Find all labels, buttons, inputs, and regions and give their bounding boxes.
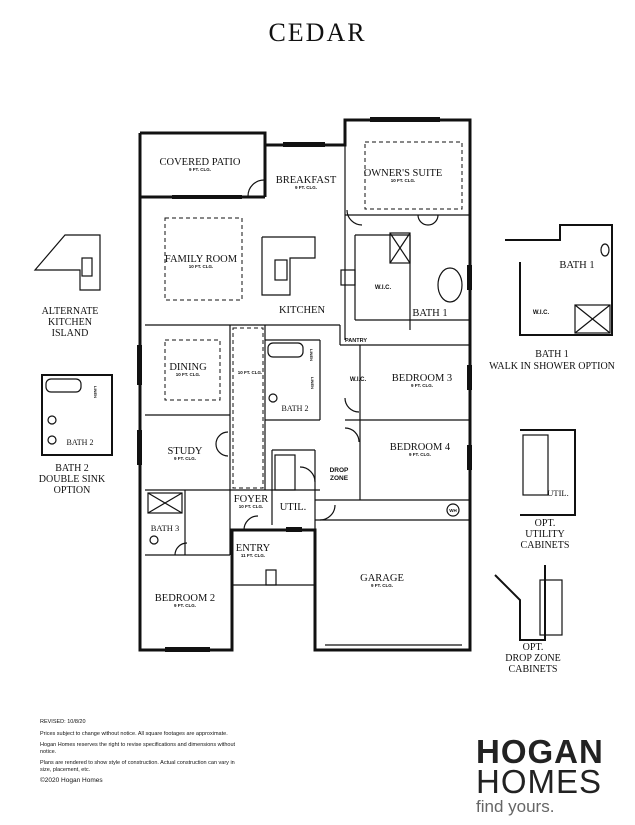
option-label: OPT. — [535, 518, 556, 529]
bedroom2-ceiling: 9 FT. CLG. — [174, 603, 196, 608]
water-heater-label: WH — [449, 508, 457, 513]
cooktop — [340, 269, 356, 286]
bedroom3-ceiling: 9 FT. CLG. — [411, 383, 433, 388]
covered-patio-ceiling: 9 FT. CLG. — [189, 167, 211, 172]
note-prices: Prices subject to change without notice.… — [40, 730, 228, 737]
washer-dryer — [274, 454, 296, 491]
bath3-label: BATH 3 — [151, 523, 180, 533]
option-label: CABINETS — [521, 540, 570, 551]
bath3-sink — [149, 535, 159, 545]
drop-zone-label: DROP — [330, 467, 349, 474]
study-label: STUDY — [167, 446, 202, 457]
drop-zone-label: ZONE — [330, 475, 349, 482]
owner-wic-label: W.I.C. — [375, 285, 392, 291]
option-drop-zone-cabinets: OPT. DROP ZONE CABINETS — [494, 565, 563, 675]
util-option-room-label: UTIL. — [547, 488, 568, 498]
kitchen-label: KITCHEN — [279, 305, 325, 316]
note-construction: Plans are rendered to show style of cons… — [40, 760, 235, 773]
doors — [174, 179, 439, 556]
option-label: DOUBLE SINK — [39, 474, 106, 485]
option-label: KITCHEN — [48, 317, 92, 328]
note-specifications: Hogan Homes reserves the right to revise… — [40, 742, 236, 755]
kitchen-island — [261, 236, 316, 296]
logo-tagline: find yours. — [476, 797, 555, 816]
bathtub — [437, 267, 463, 303]
logo-line1: HOGAN — [476, 733, 604, 770]
water-heater — [446, 503, 460, 517]
dining-ceiling: 10 FT. CLG. — [176, 372, 201, 377]
linen-label: LINEN — [93, 386, 98, 398]
ceiling-outlines — [164, 141, 463, 489]
option-label: ALTERNATE — [42, 306, 99, 317]
pantry-label: PANTRY — [345, 338, 367, 344]
option-label: WALK IN SHOWER OPTION — [489, 361, 615, 372]
option-label: ISLAND — [52, 328, 89, 339]
breakfast-ceiling: 9 FT. CLG. — [295, 185, 317, 190]
bath2-option-room-label: BATH 2 — [67, 438, 94, 447]
option-label: UTILITY — [525, 529, 564, 540]
option-label: OPT. — [523, 642, 544, 653]
study-ceiling: 9 FT. CLG. — [174, 456, 196, 461]
entry-ceiling: 11 FT. CLG. — [241, 553, 265, 558]
plan-title: CEDAR — [268, 18, 367, 47]
option-label: DROP ZONE — [505, 653, 560, 664]
entry-label: ENTRY — [236, 543, 271, 554]
shower — [389, 232, 411, 264]
bath3-shower — [147, 492, 183, 514]
bedroom2-label: BEDROOM 2 — [155, 593, 215, 604]
copyright: ©2020 Hogan Homes — [40, 777, 103, 784]
bedroom4-label: BEDROOM 4 — [390, 442, 451, 453]
bath2-label: BATH 2 — [282, 404, 309, 413]
option-bath2-double-sink: LINEN BATH 2 BATH 2 DOUBLE SINK OPTION — [39, 374, 113, 496]
dining-label: DINING — [169, 362, 207, 373]
util-label: UTIL. — [280, 502, 307, 513]
bath1-option-wic-label: W.I.C. — [533, 310, 550, 316]
family-room-label: FAMILY ROOM — [165, 254, 238, 265]
revised-date: REVISED: 10/8/20 — [40, 719, 86, 725]
owners-suite-ceiling: 10 FT. CLG. — [391, 178, 416, 183]
option-label: CABINETS — [509, 664, 558, 675]
foyer-label: FOYER — [234, 494, 268, 505]
bath2-sink — [268, 393, 278, 403]
kitchen-sink — [274, 259, 288, 281]
hogan-homes-logo: HOGAN HOMES find yours. — [476, 733, 626, 817]
option-bath1-walk-in-shower: BATH 1 W.I.C. BATH 1 WALK IN SHOWER OPTI… — [489, 224, 615, 372]
bath2-tub — [267, 342, 304, 358]
bath1-option-room-label: BATH 1 — [559, 260, 594, 271]
interior-walls — [145, 145, 470, 646]
bedroom4-ceiling: 9 FT. CLG. — [409, 452, 431, 457]
option-label: BATH 1 — [535, 349, 569, 360]
windows — [137, 117, 472, 652]
garage-label: GARAGE — [360, 573, 404, 584]
option-label: OPTION — [54, 485, 91, 496]
linen-label: LINEN — [310, 377, 315, 389]
bath1-label: BATH 1 — [412, 308, 447, 319]
logo-line2: HOMES — [476, 763, 603, 800]
linen-label: LINEN — [309, 349, 314, 361]
bedroom3-label: BEDROOM 3 — [392, 373, 452, 384]
owners-suite-label: OWNER'S SUITE — [364, 168, 443, 179]
hall-ceiling: 10 FT. CLG. — [238, 370, 263, 375]
covered-patio-label: COVERED PATIO — [160, 157, 241, 168]
option-alternate-kitchen-island: ALTERNATE KITCHEN ISLAND — [33, 234, 101, 339]
fixtures — [147, 232, 463, 545]
disclaimer-notes: REVISED: 10/8/20 Prices subject to chang… — [40, 719, 240, 790]
option-utility-cabinets: UTIL. OPT. UTILITY CABINETS — [520, 429, 576, 551]
breakfast-label: BREAKFAST — [276, 175, 337, 186]
option-label: BATH 2 — [55, 463, 89, 474]
family-room-ceiling: 10 FT. CLG. — [189, 264, 214, 269]
garage-ceiling: 9 FT. CLG. — [371, 583, 393, 588]
bed3-wic-label: W.I.C. — [350, 377, 367, 383]
room-labels: COVERED PATIO 9 FT. CLG. BREAKFAST 9 FT.… — [151, 157, 457, 608]
foyer-ceiling: 10 FT. CLG. — [239, 504, 264, 509]
